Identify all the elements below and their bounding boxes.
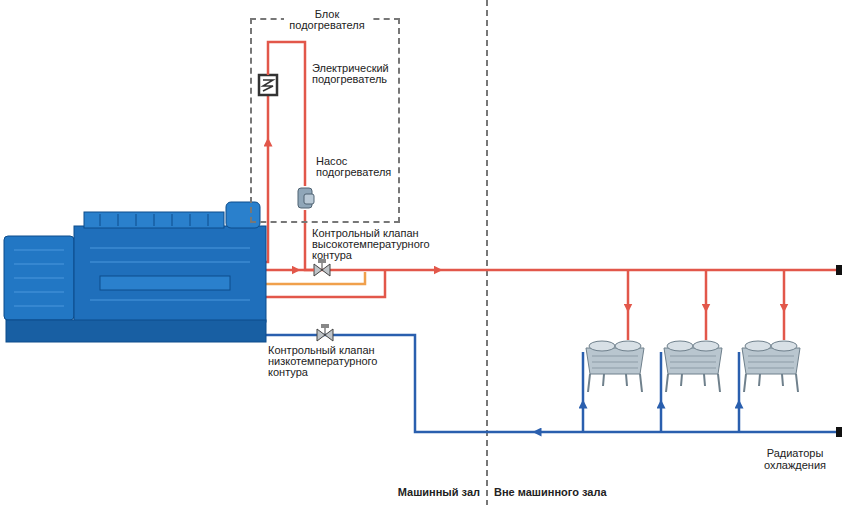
pipe-end-cap [836,427,842,437]
lt-valve: Контрольный клапан низкотемпературного к… [317,328,333,342]
cold-pipes [266,335,838,432]
node-label: Контрольный клапан низкотемпературного к… [268,345,398,378]
ht-control-valve [314,259,330,276]
room-label: Машинный зал [360,486,480,498]
engine-generator [4,202,266,342]
radiator-label: Радиаторы охлаждения [755,447,835,471]
flow-arrows [268,142,784,432]
pipe-line [268,42,305,186]
lt-control-valve [317,324,333,341]
electric-heater-symbol [259,75,277,95]
electric-heater: Электрический подогреватель [258,75,278,95]
pipe-end-cap [836,265,842,275]
node-label: Электрический подогреватель [312,63,394,85]
node-label: Насос подогревателя [316,156,396,178]
heater-block: Блок подогревателяЭлектрический подогрев… [250,18,400,223]
hot-pipes [266,95,838,340]
pump-symbol [298,188,314,208]
node-label: Блок подогревателя [284,8,370,32]
room-label: Вне машинного зала [494,486,654,498]
radiator-units [586,341,800,392]
pipe-connector [268,42,305,186]
heater-pump: Насос подогревателя [295,186,315,210]
ht-valve: Контрольный клапан высокотемпературного … [314,263,330,277]
node-label: Контрольный клапан высокотемпературного … [312,228,442,261]
room-separator [486,0,488,505]
